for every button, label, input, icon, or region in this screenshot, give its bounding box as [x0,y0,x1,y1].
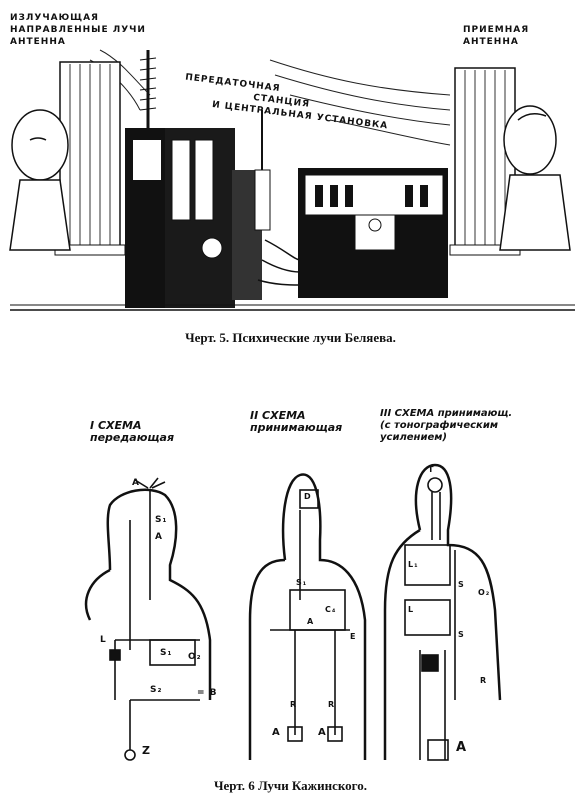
label-o2: O₂ [188,652,202,662]
label-s2: S₂ [150,685,163,695]
label-s4: S [458,580,465,589]
label-a4: A [272,727,281,738]
label-z: Z [142,744,151,757]
label-l1: L₁ [408,560,419,569]
schema-2-title: II СХЕМА принимающая [250,409,343,434]
schema-1-title: I СХЕМА передающая [90,419,175,444]
label-l2: L [408,605,415,614]
label-s3: S₁ [296,578,308,587]
emitting-antenna-label: ИЗЛУЧАЮЩАЯ НАПРАВЛЕННЫЕ ЛУЧИ АНТЕННА [10,13,146,47]
label-r1: R [290,700,298,709]
label-b: = B [197,688,218,698]
right-man [499,105,571,251]
label-a5: A [318,727,327,738]
label-e: E [350,632,357,641]
label-a3: A [307,617,315,626]
label-c4: C₄ [325,605,337,614]
receiving-antenna-label: ПРИЕМНАЯ АНТЕННА [463,25,530,47]
schema-3-silhouette [383,463,502,760]
label-l: L [100,635,107,645]
label-o3: O₂ [478,588,491,597]
figure-5-caption: Черт. 5. Психические лучи Беляева. [185,330,396,345]
schema-3-title: III СХЕМА принимающ. (с тонографическим … [380,408,513,443]
transmitter [125,50,271,308]
label-s5: S [458,630,465,639]
central-console [298,168,448,298]
left-man [9,109,71,251]
label-a6: A [456,740,468,755]
label-r2: R [328,700,336,709]
schema-1-silhouette [84,488,212,700]
emitting-antenna [54,61,126,256]
label-t: T [428,465,435,474]
label-r3: R [480,676,488,685]
label-d: D [304,492,312,501]
label-a2: A [155,532,163,542]
label-s-main: S₁ [160,648,173,658]
label-a1: A [132,478,140,488]
label-s1: S₁ [155,515,168,525]
figure-6-caption: Черт. 6 Лучи Кажинского. [213,778,368,793]
